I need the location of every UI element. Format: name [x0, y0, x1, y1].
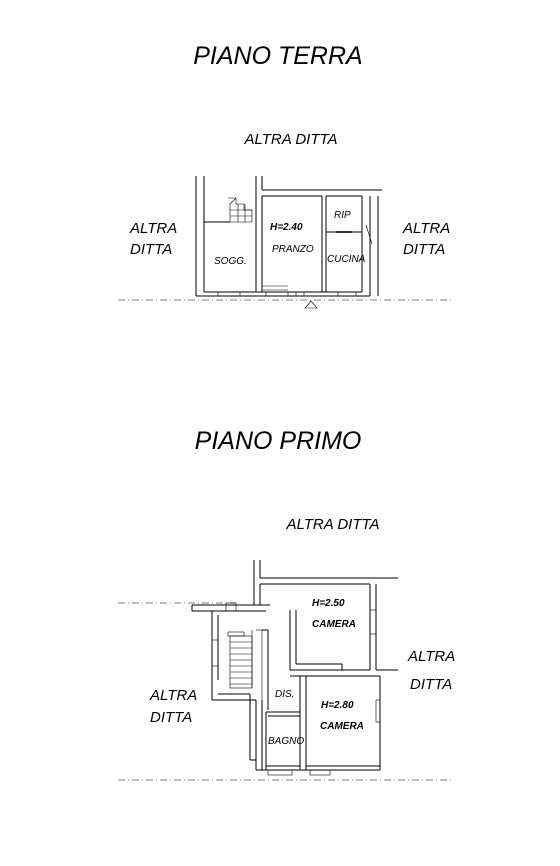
- first-floor-neighbor-right-line1: ALTRA: [407, 648, 455, 665]
- first-floor-camera-2-height: H=2.80: [321, 700, 354, 711]
- entrance-marker-icon: [304, 300, 318, 309]
- first-floor-neighbor-left-line2: DITTA: [150, 709, 192, 726]
- ground-floor-neighbor-right-line2: DITTA: [403, 241, 445, 258]
- ground-floor-neighbor-top: ALTRA DITTA: [243, 131, 337, 148]
- room-label-cucina: CUCINA: [327, 254, 366, 265]
- room-label-camera-1: CAMERA: [312, 619, 356, 630]
- room-label-pranzo: PRANZO: [272, 244, 314, 255]
- room-label-sogg: SOGG.: [214, 256, 247, 267]
- ground-floor-plan: PIANO TERRA ALTRA DITTA ALTRA DITTA ALTR…: [118, 42, 452, 309]
- first-floor-neighbor-right-line2: DITTA: [410, 676, 452, 693]
- first-floor-neighbor-top: ALTRA DITTA: [285, 516, 379, 533]
- ground-floor-neighbor-right-line1: ALTRA: [402, 220, 450, 237]
- room-label-dis: DIS.: [275, 689, 294, 700]
- first-floor-plan: PIANO PRIMO ALTRA DITTA ALTRA DITTA ALTR…: [118, 427, 455, 781]
- ground-floor-title: PIANO TERRA: [193, 42, 362, 70]
- ground-floor-walls: [195, 176, 382, 297]
- room-label-bagno: BAGNO: [268, 736, 304, 747]
- first-floor-camera-1-height: H=2.50: [312, 598, 345, 609]
- room-label-rip: RIP: [334, 210, 351, 221]
- ground-floor-neighbor-left-line1: ALTRA: [129, 220, 177, 237]
- ground-floor-neighbor-left-line2: DITTA: [130, 241, 172, 258]
- first-floor-walls: [191, 560, 398, 776]
- staircase: [229, 629, 263, 700]
- first-floor-title: PIANO PRIMO: [195, 427, 362, 455]
- ground-floor-height: H=2.40: [270, 222, 303, 233]
- room-label-camera-2: CAMERA: [320, 721, 364, 732]
- first-floor-neighbor-left-line1: ALTRA: [149, 687, 197, 704]
